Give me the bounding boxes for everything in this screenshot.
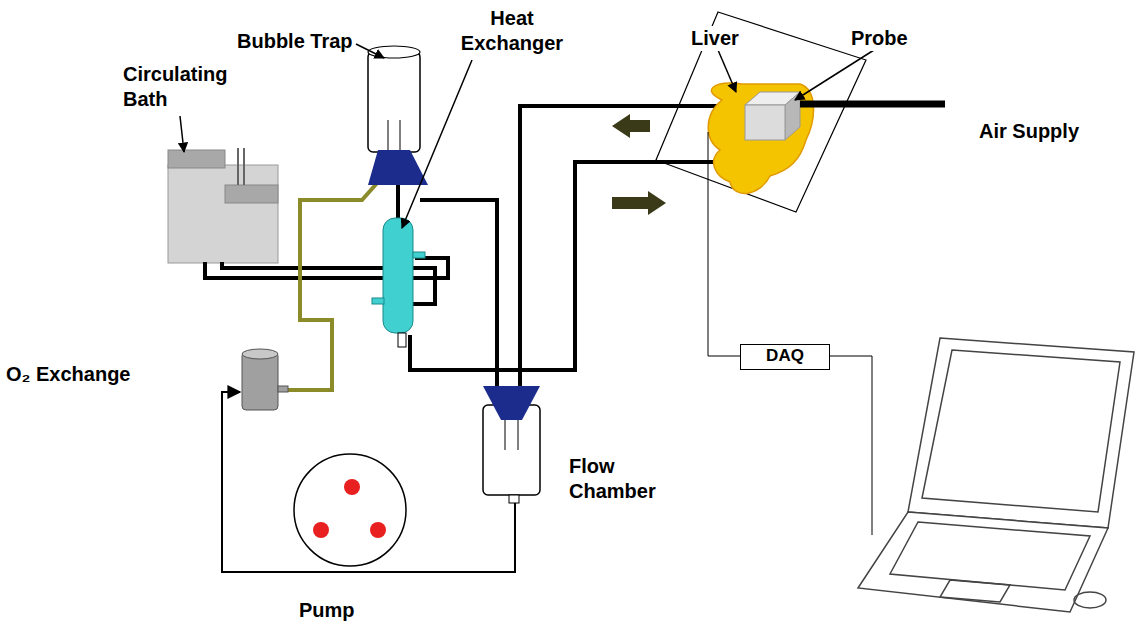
flow-arrow	[612, 191, 666, 215]
signal-wire	[708, 132, 740, 356]
part-label: Bubble Trap	[236, 29, 354, 54]
part-label: Liver	[690, 26, 740, 51]
circulating-bath	[168, 148, 278, 263]
box-label: DAQ	[741, 346, 829, 366]
liver-organ	[708, 83, 813, 193]
perfusate-tube	[520, 106, 720, 390]
leader-line	[718, 50, 736, 92]
air-supply-rod	[800, 101, 945, 108]
part-label: Heat Exchanger	[452, 6, 572, 56]
part-label: Probe	[850, 26, 909, 51]
peristaltic-pump	[294, 454, 406, 566]
perfusate-tube	[396, 185, 400, 222]
daq-box: DAQ	[740, 344, 830, 370]
tray-plane	[656, 12, 866, 212]
laptop	[858, 338, 1134, 612]
perfusate-tube	[420, 200, 497, 388]
pump-loop	[222, 392, 515, 572]
leader-line	[356, 44, 384, 58]
part-label: Circulating Bath	[122, 62, 244, 112]
part-label: Pump	[298, 598, 356, 623]
perfusate-tube	[410, 162, 722, 370]
probe-cube	[745, 92, 800, 140]
heat-exchanger	[372, 218, 425, 347]
bubble-trap	[368, 46, 428, 185]
part-label: O₂ Exchange	[5, 362, 131, 387]
flow-chamber	[483, 386, 540, 503]
oxygen-exchanger	[242, 349, 288, 410]
leader-line	[795, 50, 874, 100]
gas-line	[278, 182, 378, 390]
leader-line	[402, 60, 472, 228]
part-label: Air Supply	[978, 119, 1080, 144]
flow-arrow	[612, 114, 650, 138]
leader-line	[180, 116, 184, 152]
signal-wire	[830, 356, 872, 535]
part-label: Flow Chamber	[568, 454, 682, 504]
